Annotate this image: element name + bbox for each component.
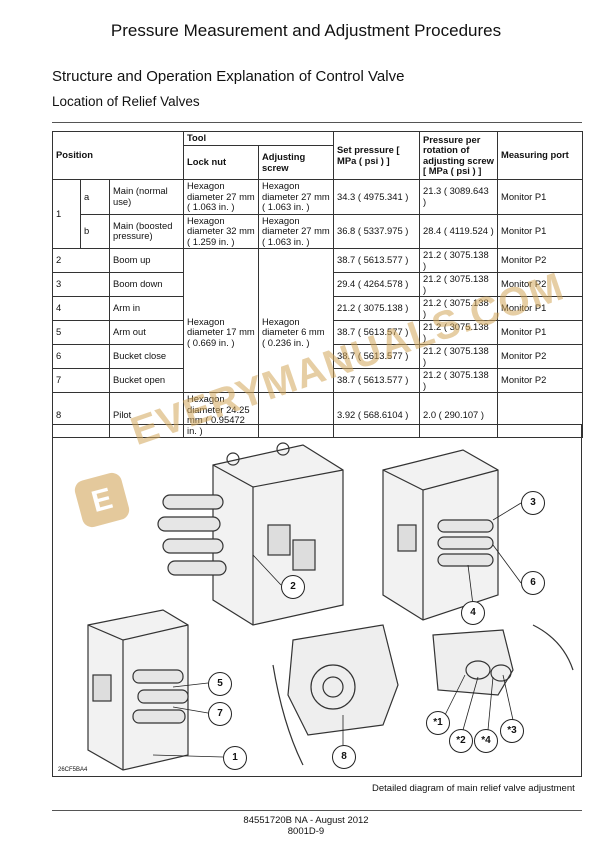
cell-no: 5 [52, 320, 110, 345]
cell-port: Monitor P1 [497, 213, 584, 249]
cell-no: 3 [52, 272, 110, 297]
cell-port: Monitor P2 [497, 344, 584, 369]
cell-name: Main (normal use) [108, 179, 185, 215]
header-position: Position [51, 131, 185, 180]
control-valve-figure: 2 3 6 4 5 7 1 8 *1 *2 *4 *3 26CF5BA4 [52, 424, 582, 777]
watermark-logo-icon: E [74, 472, 130, 528]
cell-name: Main (boosted pressure) [108, 213, 185, 249]
callout-8: 8 [332, 745, 356, 769]
footer-document-id: 84551720B NA - August 2012 [243, 815, 369, 826]
table-row: 3 Boom down Hexagon diameter 17 mm ( 0.6… [52, 272, 584, 393]
cell-no: 6 [52, 344, 110, 369]
cell-lock-nut-blank [183, 248, 260, 273]
cell-set: 34.3 ( 4975.341 ) [333, 179, 421, 215]
header-rule [52, 122, 582, 123]
page-title: Pressure Measurement and Adjustment Proc… [110, 21, 502, 40]
figure-code: 26CF5BA4 [58, 767, 88, 773]
callout-star-4: *4 [474, 729, 498, 753]
cell-set: 3.92 ( 568.6104 ) [333, 392, 421, 438]
cell-name: Pilot [108, 392, 185, 438]
callout-star-3: *3 [500, 719, 524, 743]
cell-lock-nut: Hexagon diameter 27 mm ( 1.063 in. ) [183, 179, 260, 215]
section-title: Structure and Operation Explanation of C… [52, 68, 405, 85]
cell-set: 36.8 ( 5337.975 ) [333, 213, 421, 249]
footer-page-number: 8001D-9 [287, 826, 325, 837]
subsection-title: Location of Relief Valves [52, 94, 200, 109]
header-lock-nut: Lock nut [183, 145, 260, 180]
cell-set: 29.4 ( 4264.578 ) [333, 272, 421, 297]
cell-rot: 21.3 ( 3089.643 ) [419, 179, 499, 215]
header-adjusting-screw: Adjusting screw [258, 145, 335, 180]
cell-sub: b [80, 213, 110, 249]
figure-caption: Detailed diagram of main relief valve ad… [372, 783, 575, 794]
cell-name: Boom down [108, 272, 185, 297]
callout-2: 2 [281, 575, 305, 599]
table-row: b Main (boosted pressure) Hexagon diamet… [53, 213, 584, 249]
header-set-pressure: Set pressure [ MPa ( psi ) ] [333, 131, 421, 180]
cell-rot: 28.4 ( 4119.524 ) [419, 213, 499, 249]
callout-3: 3 [521, 491, 545, 515]
cell-rot: 21.2 ( 3075.138 ) [419, 248, 499, 273]
callout-5: 5 [208, 672, 232, 696]
table-row: 2 Boom up 38.7 ( 5613.577 ) 21.2 ( 3075.… [52, 248, 584, 273]
cell-name: Arm out [108, 320, 185, 345]
cell-no: 2 [52, 248, 110, 273]
cell-name: Boom up [108, 248, 185, 273]
cell-name: Bucket open [108, 368, 185, 393]
cell-name: Arm in [108, 296, 185, 321]
cell-name: Bucket close [108, 344, 185, 369]
callout-6: 6 [521, 571, 545, 595]
callout-7: 7 [208, 702, 232, 726]
table-row: 8 Pilot Hexagon diameter 24.25 mm ( 0.95… [52, 392, 584, 438]
table-row: 1 a Main (normal use) Hexagon diameter 2… [52, 179, 584, 249]
callout-4: 4 [461, 601, 485, 625]
callout-1: 1 [223, 746, 247, 770]
cell-lock-nut: Hexagon diameter 32 mm ( 1.259 in. ) [183, 213, 260, 249]
callout-star-2: *2 [449, 729, 473, 753]
cell-set: 38.7 ( 5613.577 ) [333, 248, 421, 273]
cell-adj: Hexagon diameter 27 mm ( 1.063 in. ) [258, 179, 335, 215]
cell-port: Monitor P2 [497, 368, 584, 393]
cell-no: 1 [52, 179, 81, 249]
cell-set: 38.7 ( 5613.577 ) [333, 320, 421, 345]
cell-adj-blank [258, 248, 335, 273]
cell-port [497, 392, 584, 438]
header-tool: Tool [183, 131, 335, 146]
cell-port: Monitor P1 [497, 179, 584, 215]
header-measuring-port: Measuring port [497, 131, 584, 180]
cell-adj: Hexagon diameter 27 mm ( 1.063 in. ) [258, 213, 335, 249]
table-row: 6 Bucket close 38.7 ( 5613.577 ) 21.2 ( … [52, 344, 584, 369]
relief-valve-table: Position Tool Set pressure [ MPa ( psi )… [51, 131, 584, 438]
cell-port: Monitor P1 [497, 296, 584, 321]
cell-no: 4 [52, 296, 110, 321]
footer-rule [52, 810, 582, 811]
cell-rot: 21.2 ( 3075.138 ) [419, 320, 499, 345]
callout-star-1: *1 [426, 711, 450, 735]
cell-sub: a [80, 179, 110, 215]
cell-lock-nut: Hexagon diameter 24.25 mm ( 0.95472 in. … [183, 392, 260, 438]
header-pressure-per-rotation: Pressure per rotation of adjusting screw… [419, 131, 499, 180]
cell-rot: 21.2 ( 3075.138 ) [419, 368, 499, 393]
cell-set: 38.7 ( 5613.577 ) [333, 344, 421, 369]
cell-no: 7 [52, 368, 110, 393]
valve-illustration [87, 442, 574, 771]
cell-rot: 2.0 ( 290.107 ) [419, 392, 499, 438]
cell-adj [258, 392, 335, 438]
table-row: 5 Arm out 38.7 ( 5613.577 ) 21.2 ( 3075.… [52, 320, 584, 345]
